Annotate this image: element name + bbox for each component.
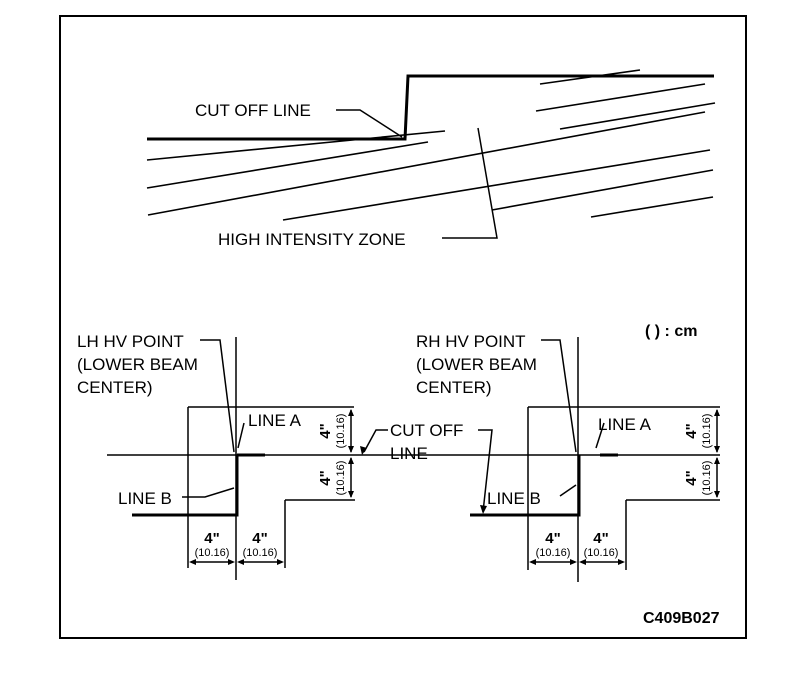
lh-dim-metric: (10.16) xyxy=(195,547,230,559)
cut-off-step xyxy=(132,455,239,517)
lh-dim-value: 4" xyxy=(252,530,267,547)
rh-arrowheads xyxy=(529,409,720,565)
lh-dim-metric: (10.16) xyxy=(335,414,347,449)
rh-hv-point-label: RH HV POINT xyxy=(416,332,526,351)
lh-dim-metric: (10.16) xyxy=(335,461,347,496)
cut-off-callout xyxy=(363,429,493,513)
rh-dim-value: 4" xyxy=(683,470,700,485)
cut-off-label: LINE xyxy=(390,444,428,463)
lh-hv-point-label: CENTER) xyxy=(77,378,153,397)
lh-hv-point-label: (LOWER BEAM xyxy=(77,355,198,374)
lh-line-b-label: LINE B xyxy=(118,489,172,508)
rh-dim-value: 4" xyxy=(593,530,608,547)
intensity-line xyxy=(282,149,711,221)
hv-point-leader xyxy=(200,339,235,453)
lh-dim-value: 4" xyxy=(317,470,334,485)
rh-line-a-label: LINE A xyxy=(598,415,652,434)
line-a-leader xyxy=(237,422,245,449)
rh-dim-metric: (10.16) xyxy=(584,547,619,559)
cut-off-label: CUT OFF xyxy=(390,421,463,440)
rh-hv-point-label: CENTER) xyxy=(416,378,492,397)
line-a-leader xyxy=(595,422,605,449)
rh-hv-point-label: (LOWER BEAM xyxy=(416,355,537,374)
lh-arrowheads xyxy=(189,409,354,565)
cut-off-leader xyxy=(336,109,403,138)
lh-dim-metric: (10.16) xyxy=(243,547,278,559)
intensity-line xyxy=(535,83,706,112)
lh-line-a-label: LINE A xyxy=(248,411,302,430)
lh-hv-point-label: LH HV POINT xyxy=(77,332,184,351)
high-intensity-zone-label: HIGH INTENSITY ZONE xyxy=(218,230,406,249)
rh-dim-value: 4" xyxy=(683,423,700,438)
lh-aim-panel xyxy=(132,337,355,580)
cut-off-step xyxy=(470,455,581,517)
cut-off-arrowheads xyxy=(360,446,487,514)
lh-dim-value: 4" xyxy=(317,423,334,438)
rh-line-b-label: LINE B xyxy=(487,489,541,508)
intensity-line xyxy=(539,69,641,85)
intensity-line xyxy=(491,169,714,211)
cut-off-boundary xyxy=(147,74,714,141)
high-intensity-leader xyxy=(442,127,498,239)
intensity-line xyxy=(146,130,446,161)
figure-code: C409B027 xyxy=(643,610,720,627)
figure-frame xyxy=(59,15,747,639)
lh-dim-value: 4" xyxy=(204,530,219,547)
rh-dim-metric: (10.16) xyxy=(701,461,713,496)
rh-dim-value: 4" xyxy=(545,530,560,547)
unit-note: ( ) : cm xyxy=(645,323,697,340)
rh-dim-metric: (10.16) xyxy=(701,414,713,449)
hv-point-leader xyxy=(541,339,577,453)
rh-aim-panel xyxy=(470,337,720,582)
beam-pattern xyxy=(146,69,716,239)
line-b-leader xyxy=(182,487,235,498)
intensity-line xyxy=(559,102,716,130)
cut-off-line-label: CUT OFF LINE xyxy=(195,101,311,120)
line-b-leader xyxy=(559,484,577,497)
intensity-line xyxy=(147,111,706,216)
intensity-line xyxy=(590,196,714,218)
rh-dim-metric: (10.16) xyxy=(536,547,571,559)
intensity-line xyxy=(146,141,429,189)
